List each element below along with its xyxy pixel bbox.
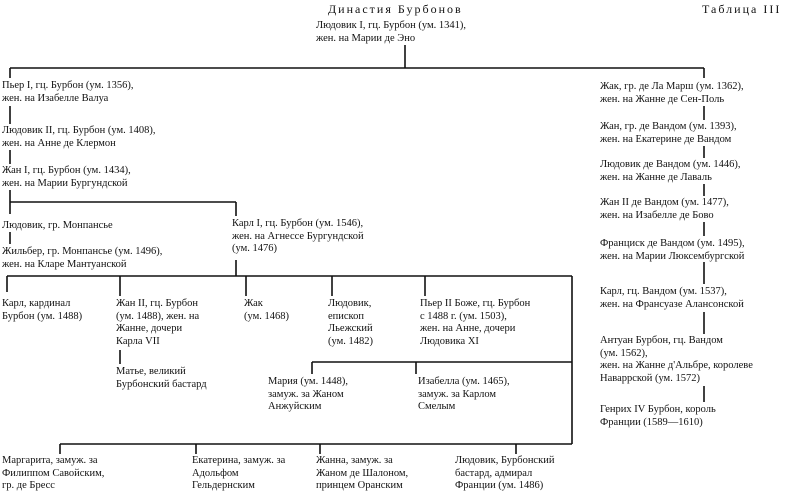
person-marguerite: Маргарита, замуж. за Филиппом Савойским,…: [2, 455, 105, 491]
diagram-title: Династия Бурбонов: [328, 2, 463, 16]
person-pierre-ii: Пьер II Боже, гц. Бурбон с 1488 г. (ум. …: [420, 298, 531, 347]
person-charles-vendome: Карл, гц. Вандом (ум. 1537), жен. на Фра…: [600, 286, 744, 310]
person-louis-montpensier: Людовик, гр. Монпансье: [2, 220, 113, 231]
person-louis-vendome: Людовик де Вандом (ум. 1446), жен. на Жа…: [600, 159, 741, 183]
person-catherine: Екатерина, замуж. за Адольфом Гельдернск…: [192, 455, 286, 491]
person-charles-i: Карл I, гц. Бурбон (ум. 1546), жен. на А…: [232, 218, 364, 254]
person-louis-ii: Людовик II, гц. Бурбон (ум. 1408), жен. …: [2, 125, 156, 149]
person-jean-ii-vendome: Жан II де Вандом (ум. 1477), жен. на Иза…: [600, 197, 729, 221]
person-jean-i: Жан I, гц. Бурбон (ум. 1434), жен. на Ма…: [2, 165, 131, 189]
person-jacques-1468: Жак (ум. 1468): [244, 298, 289, 322]
person-louis-bastard: Людовик, Бурбонский бастард, адмирал Фра…: [455, 455, 555, 491]
person-jean-ii: Жан II, гц. Бурбон (ум. 1488), жен. на Ж…: [116, 298, 200, 347]
person-jacques-marche: Жак, гр. де Ла Марш (ум. 1362), жен. на …: [600, 81, 744, 105]
person-cardinal: Карл, кардинал Бурбон (ум. 1488): [2, 298, 83, 322]
person-jeanne: Жанна, замуж. за Жаном де Шалоном, принц…: [316, 455, 409, 491]
person-marie-1448: Мария (ум. 1448), замуж. за Жаном Анжуйс…: [268, 376, 348, 412]
person-henri-iv: Генрих IV Бурбон, король Франции (1589—1…: [600, 404, 716, 428]
person-antoine: Антуан Бурбон, гц. Вандом (ум. 1562), же…: [600, 335, 753, 384]
person-louis-i: Людовик I, гц. Бурбон (ум. 1341), жен. н…: [316, 20, 466, 44]
person-isabelle-1465: Изабелла (ум. 1465), замуж. за Карлом См…: [418, 376, 510, 412]
person-gilbert: Жильбер, гр. Монпансье (ум. 1496), жен. …: [2, 246, 163, 270]
person-francois-vendome: Франциск де Вандом (ум. 1495), жен. на М…: [600, 238, 745, 262]
person-jean-vendome: Жан, гр. де Вандом (ум. 1393), жен. на Е…: [600, 121, 737, 145]
person-mathieu: Матье, великий Бурбонский бастард: [116, 366, 207, 390]
person-pierre-i: Пьер I, гц. Бурбон (ум. 1356), жен. на И…: [2, 80, 134, 104]
table-label: Таблица III: [702, 2, 782, 16]
person-louis-bishop: Людовик, епископ Льежский (ум. 1482): [328, 298, 373, 347]
